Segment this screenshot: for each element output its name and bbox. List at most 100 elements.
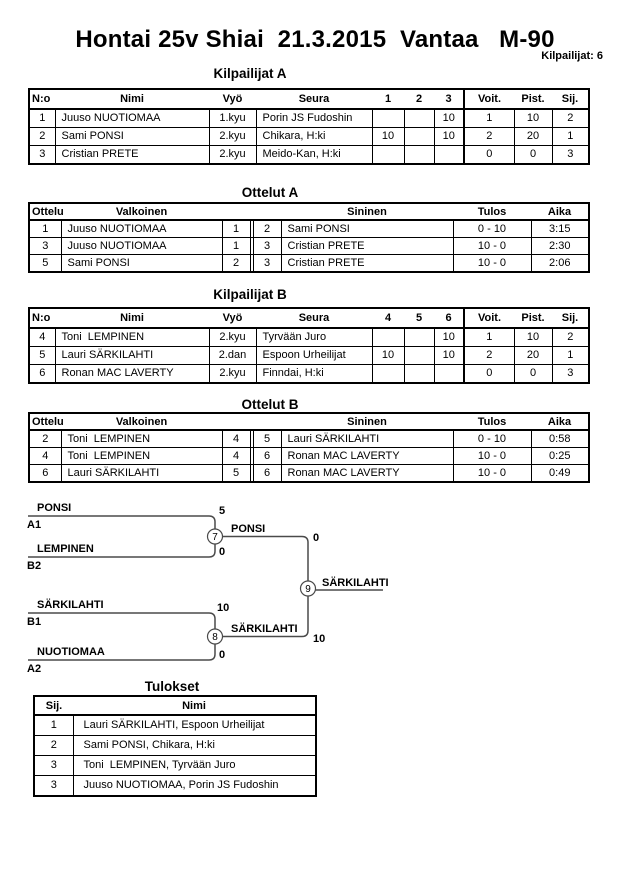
cell-m2 [403,346,435,365]
cell-time: 3:15 [530,219,590,238]
semi2-top-seed: B1 [27,616,41,628]
cell-blue-name: Cristian PRETE [280,237,454,255]
result-row: 2 Sami PONSI, Chikara, H:ki [33,735,317,756]
cell-match-no: 6 [28,464,62,483]
semi1-bottom-name: LEMPINEN [37,543,94,555]
results-table: Sij. Nimi 1 Lauri SÄRKILAHTI, Espoon Urh… [33,695,317,797]
cell-m3: 10 [433,346,465,365]
match-circle-9 [299,580,317,597]
final-match-number: 9 [305,584,311,595]
col-header-spacer [250,413,253,431]
cell-no: 6 [28,364,56,384]
cell-place: 2 [551,327,590,347]
cell-place: 3 [33,755,74,776]
col-header-blue-no [253,203,281,221]
cell-m2 [403,145,435,165]
cell-name: Lauri SÄRKILAHTI [54,346,210,365]
cell-white-no: 2 [221,254,251,273]
cell-white-no: 4 [221,447,251,465]
cell-points: 10 [513,327,553,347]
cell-name: Juuso NUOTIOMAA, Porin JS Fudoshin [72,775,317,797]
cell-m1 [371,327,405,347]
cell-time: 2:06 [530,254,590,273]
cell-name: Cristian PRETE [54,145,210,165]
match-circle-8 [206,628,224,645]
col-header-no: N:o [29,89,55,110]
semi1-match-number: 7 [212,532,218,543]
pool-a-table: N:o Nimi Vyö Seura 1 2 3 Voit. Pist. Sij… [28,88,590,165]
cell-no: 2 [28,127,56,146]
competitor-row: 4 Toni LEMPINEN 2.kyu Tyrvään Juro 10 1 … [28,327,590,347]
result-row: 3 Toni LEMPINEN, Tyrvään Juro [33,755,317,776]
cell-club: Porin JS Fudoshin [255,108,373,128]
pool-b-header-row: N:o Nimi Vyö Seura 4 5 6 Voit. Pist. Sij… [29,308,589,329]
cell-points: 20 [513,127,553,146]
cell-belt: 1.kyu [208,108,257,128]
cell-belt: 2.kyu [208,327,257,347]
cell-white-name: Juuso NUOTIOMAA [60,237,223,255]
semi1-top-score: 5 [219,505,225,517]
cell-match-no: 3 [28,237,62,255]
cell-m3: 10 [433,108,465,128]
col-header-m3: 3 [434,89,464,110]
cell-m2 [403,364,435,384]
cell-place: 3 [551,364,590,384]
cell-white-name: Lauri SÄRKILAHTI [60,464,223,483]
col-header-no: N:o [29,308,55,329]
cell-name: Toni LEMPINEN [54,327,210,347]
final-connector-line [222,535,309,638]
cell-wins: 2 [463,346,515,365]
col-header-club: Seura [256,89,372,110]
cell-name: Lauri SÄRKILAHTI, Espoon Urheilijat [72,714,317,736]
cell-place: 1 [551,127,590,146]
cell-m2 [403,327,435,347]
col-header-blue: Sininen [281,413,453,431]
cell-belt: 2.dan [208,346,257,365]
col-header-time: Aika [531,203,589,221]
semi1-bottom-score: 0 [219,546,225,558]
col-header-white: Valkoinen [61,203,222,221]
cell-m1: 10 [371,346,405,365]
semi2-bottom-seed: A2 [27,663,41,675]
cell-m3: 10 [433,327,465,347]
cell-blue-name: Ronan MAC LAVERTY [280,447,454,465]
cell-place: 2 [33,735,74,756]
cell-club: Tyrvään Juro [255,327,373,347]
cell-blue-no: 2 [252,219,282,238]
cell-result: 0 - 10 [452,429,532,448]
cell-name: Ronan MAC LAVERTY [54,364,210,384]
bracket-diagram: PONSI A1 5 LEMPINEN B2 0 7 PONSI 0 SÄRKI… [27,502,389,675]
cell-white-name: Toni LEMPINEN [60,447,223,465]
col-header-name: Nimi [55,89,209,110]
participants-count: Kilpailijat: 6 [541,50,603,62]
cell-points: 0 [513,145,553,165]
cell-no: 5 [28,346,56,365]
competitor-row: 3 Cristian PRETE 2.kyu Meido-Kan, H:ki 0… [28,145,590,165]
cell-time: 2:30 [530,237,590,255]
cell-m3 [433,145,465,165]
cell-blue-name: Sami PONSI [280,219,454,238]
col-header-blue-no [253,413,281,431]
col-header-match: Ottelu [29,413,64,431]
cell-belt: 2.kyu [208,127,257,146]
cell-blue-name: Ronan MAC LAVERTY [280,464,454,483]
cell-blue-name: Cristian PRETE [280,254,454,273]
col-header-club: Seura [256,308,372,329]
match-circle-7 [206,528,224,545]
cell-blue-no: 6 [252,447,282,465]
cell-m2 [403,127,435,146]
semi1-winner-name: PONSI [231,523,265,535]
page-title: Hontai 25v Shiai 21.3.2015 Vantaa M-90 [75,26,555,53]
cell-club: Finndai, H:ki [255,364,373,384]
cell-result: 0 - 10 [452,219,532,238]
cell-place: 3 [551,145,590,165]
cell-points: 20 [513,346,553,365]
cell-m3: 10 [433,127,465,146]
cell-white-no: 1 [221,219,251,238]
cell-white-name: Juuso NUOTIOMAA [60,219,223,238]
competitor-row: 5 Lauri SÄRKILAHTI 2.dan Espoon Urheilij… [28,346,590,365]
cell-wins: 1 [463,327,515,347]
competitor-row: 6 Ronan MAC LAVERTY 2.kyu Finndai, H:ki … [28,364,590,384]
section-title-pool-a: Kilpailijat A [213,66,287,81]
cell-white-no: 1 [221,237,251,255]
